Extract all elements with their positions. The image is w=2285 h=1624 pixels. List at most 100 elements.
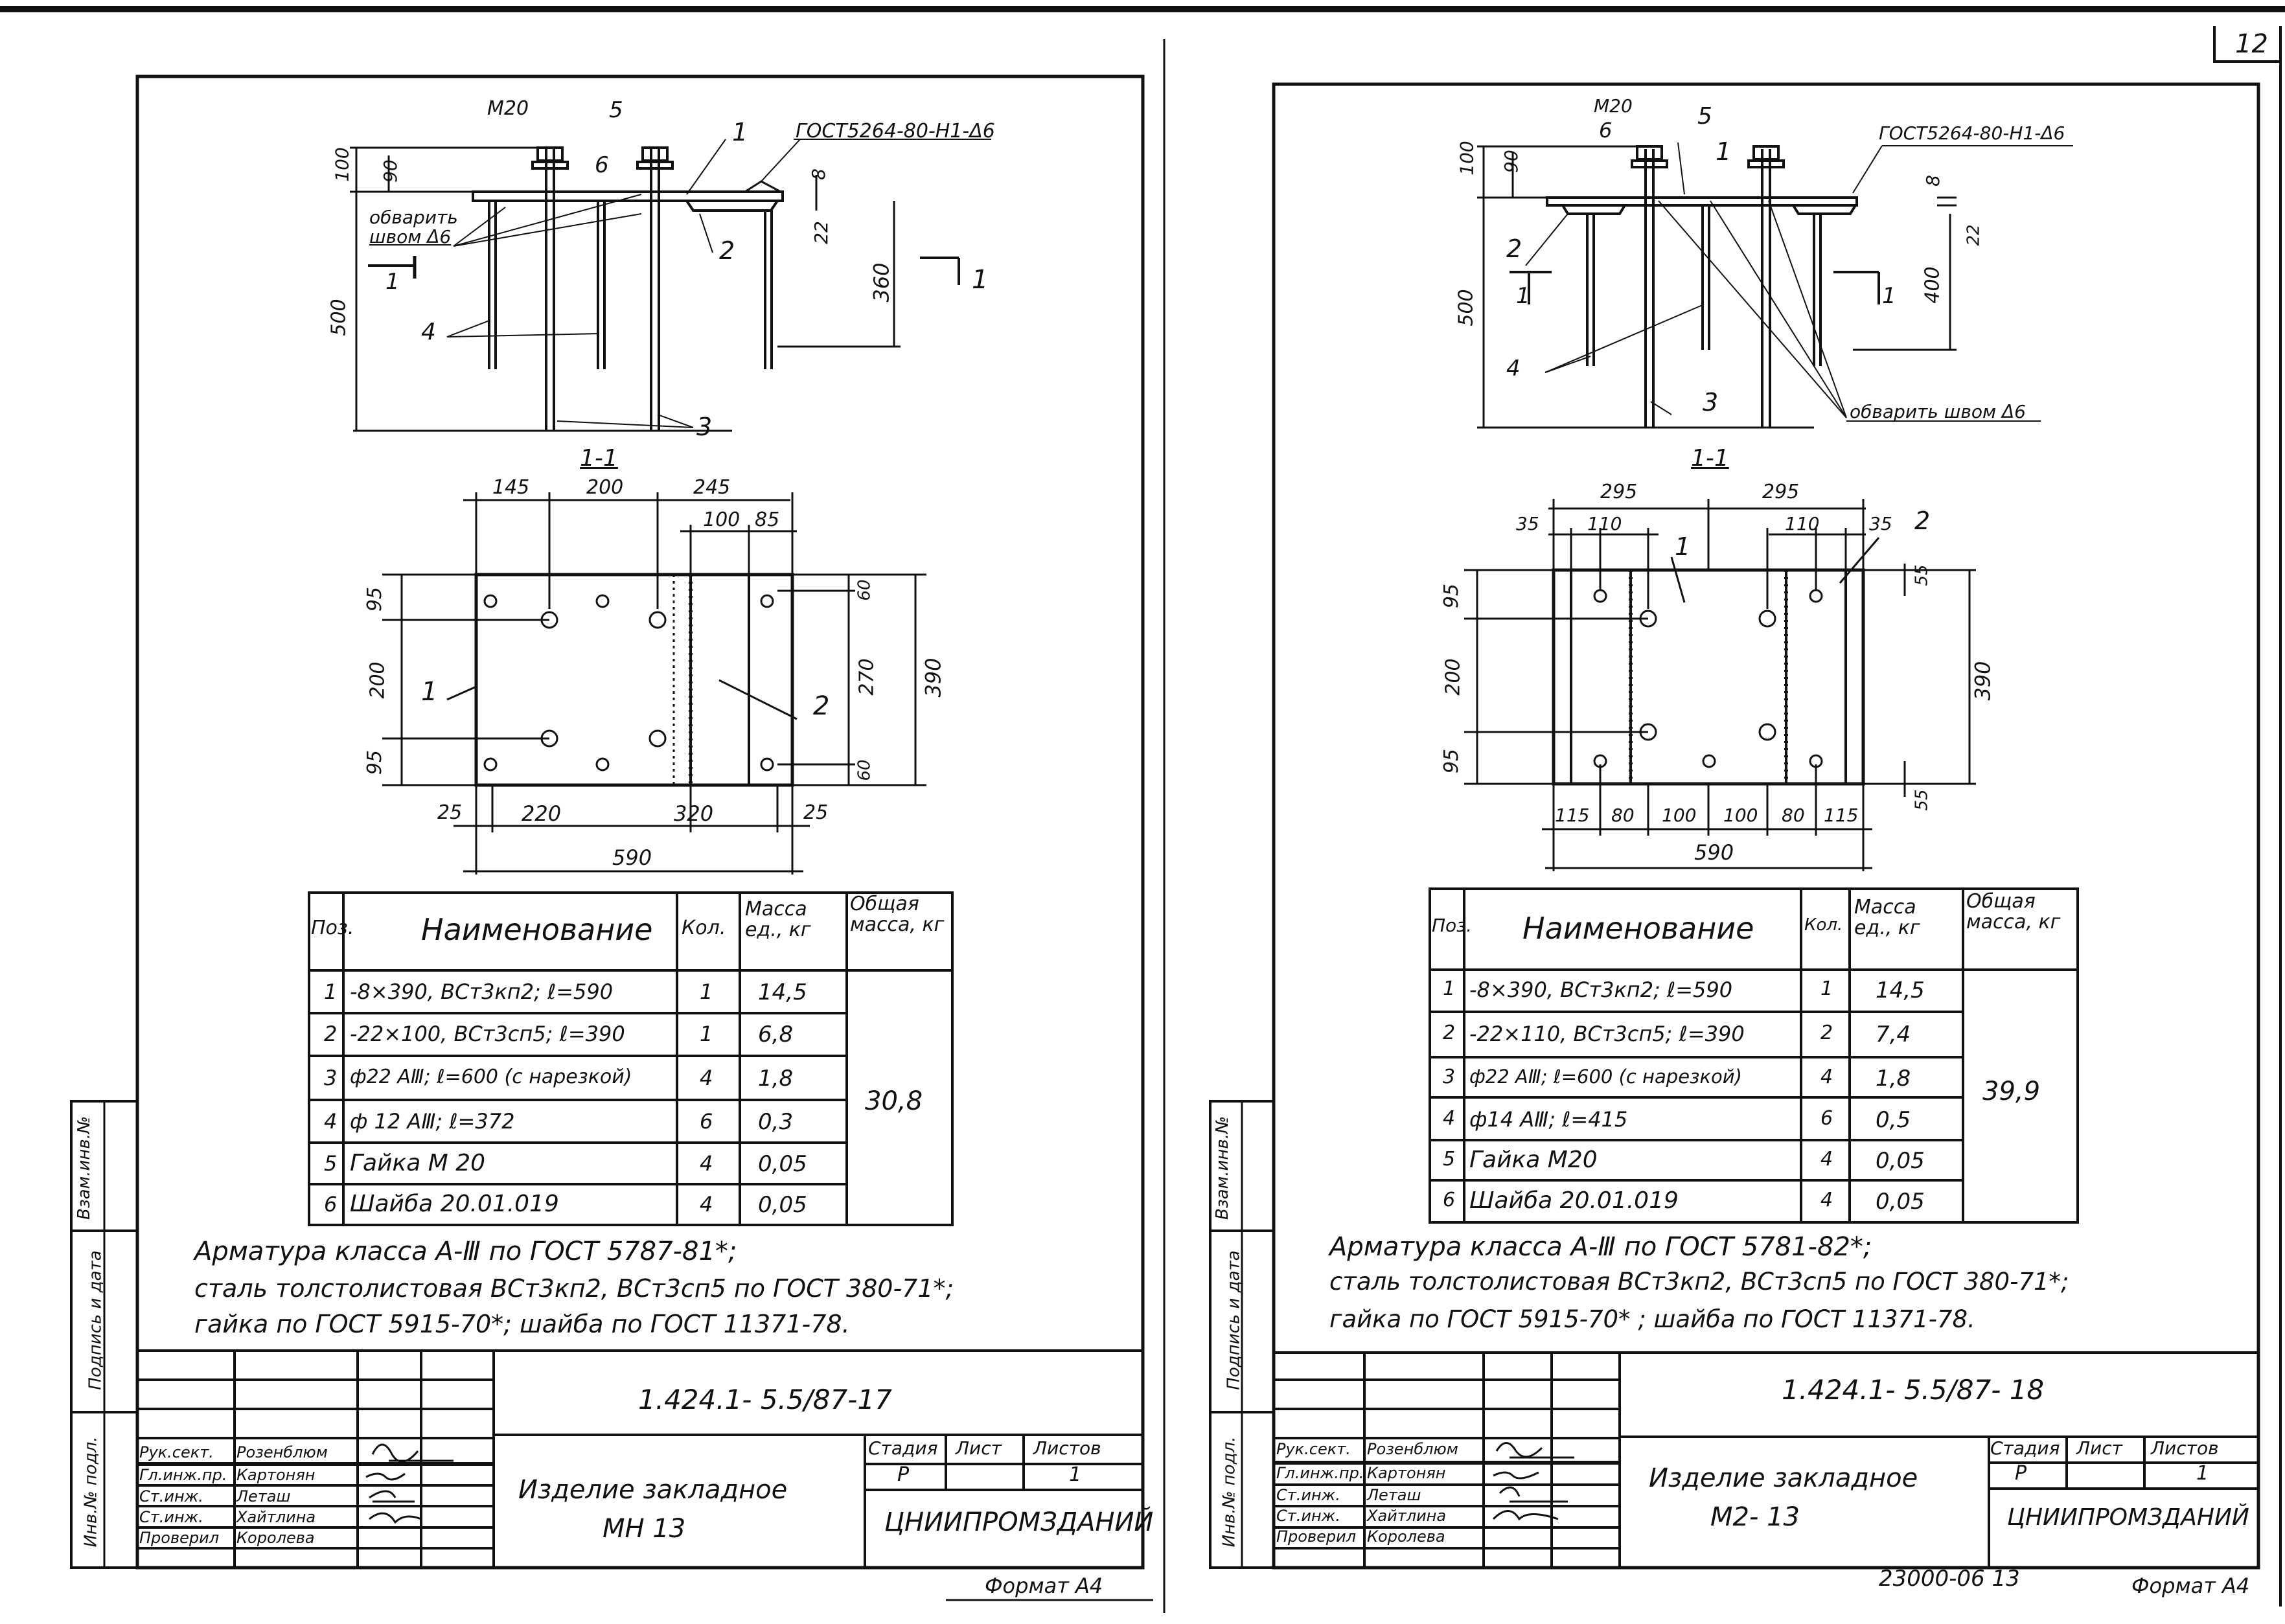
r-role-2: Гл.инж.пр. — [1276, 1464, 1364, 1482]
side-stamp-1: Инв.№ подл. — [81, 1436, 101, 1548]
label-m20: M20 — [487, 97, 529, 120]
note-line-1: Арматура класса А-Ⅲ по ГОСТ 5787-81*; — [194, 1237, 737, 1266]
r-row2-qty: 2 — [1820, 1022, 1833, 1044]
right-title-block — [1272, 1351, 2260, 1569]
label-3: 3 — [696, 413, 713, 441]
r-th-total: Общая масса, кг — [1966, 890, 2061, 933]
row3-qty: 4 — [700, 1066, 713, 1090]
dim-25-left: 25 — [437, 801, 463, 824]
dim-100: 100 — [703, 509, 741, 531]
role-5: Проверил — [139, 1529, 220, 1547]
r-role-3: Ст.инж. — [1276, 1486, 1340, 1504]
r-label-m20: M20 — [1594, 95, 1633, 117]
r-section-title: 1-1 — [1691, 445, 1729, 472]
r-row5-qty: 4 — [1820, 1148, 1833, 1171]
side-stamp-2: Подпись и дата — [86, 1250, 106, 1390]
r-dim-115-right: 115 — [1824, 805, 1859, 826]
r-dim-95-bottom: 95 — [1440, 748, 1464, 774]
name-3: Леташ — [236, 1487, 291, 1505]
r-label-90: 90 — [1500, 150, 1522, 173]
r-stage-header: Стадия — [1990, 1437, 2060, 1459]
th-qty: Кол. — [682, 917, 726, 939]
r-row5-pos: 5 — [1443, 1148, 1456, 1171]
r-note-line-1: Арматура класса А-Ⅲ по ГОСТ 5781-82*; — [1329, 1232, 1872, 1262]
r-dim-295-left: 295 — [1600, 481, 1638, 503]
cut-1-right: 1 — [972, 265, 989, 295]
label-8: 8 — [807, 168, 829, 180]
r-format-label: Формат А4 — [2131, 1573, 2250, 1598]
r-row6-mass: 0,05 — [1876, 1189, 1925, 1215]
r-name-1: Розенблюм — [1367, 1440, 1458, 1458]
row5-qty: 4 — [700, 1151, 713, 1176]
r-label-4: 4 — [1506, 356, 1521, 382]
note-line-2: сталь толстолистовая ВСт3кп2, ВСт3сп5 по… — [194, 1274, 954, 1303]
r-stage-value: Р — [2015, 1462, 2027, 1485]
r-dim-100-left: 100 — [1662, 805, 1697, 826]
r-note-line-2: сталь толстолистовая ВСт3кп2, ВСт3сп5 по… — [1329, 1268, 2069, 1296]
right-elevation — [1477, 142, 2073, 429]
left-table-lines — [308, 891, 954, 1226]
row2-name: -22×100, ВСт3сп5; ℓ=390 — [350, 1022, 625, 1046]
name-1: Розенблюм — [236, 1443, 328, 1461]
side-stamp-3: Взам.инв.№ — [75, 1116, 94, 1220]
row6-mass: 0,05 — [758, 1192, 807, 1218]
dim-390: 390 — [921, 658, 946, 698]
sheets-header: Листов — [1033, 1437, 1101, 1459]
name-2: Картонян — [236, 1466, 316, 1484]
plate-1-label: 1 — [421, 677, 438, 707]
row2-pos: 2 — [324, 1022, 338, 1046]
r-dim-295-right: 295 — [1762, 481, 1800, 503]
name-4: Хайтлина — [236, 1508, 316, 1526]
r-row4-qty: 6 — [1820, 1107, 1833, 1130]
label-100: 100 — [331, 147, 353, 182]
r-total-mass: 39,9 — [1982, 1077, 2041, 1106]
row6-qty: 4 — [700, 1192, 713, 1217]
label-5: 5 — [609, 97, 623, 123]
row3-name: ф22 АⅢ; ℓ=600 (с нарезкой) — [350, 1066, 632, 1088]
r-label-1: 1 — [1716, 137, 1732, 166]
r-row5-mass: 0,05 — [1876, 1148, 1925, 1174]
r-plate-1: 1 — [1675, 532, 1691, 561]
r-side-stamp-3: Взам.инв.№ — [1213, 1116, 1232, 1220]
stage-header: Стадия — [868, 1437, 938, 1459]
r-side-stamp-2: Подпись и дата — [1224, 1250, 1244, 1390]
dim-320: 320 — [674, 801, 714, 826]
r-dim-55-bottom: 55 — [1912, 789, 1932, 811]
r-dim-95-top: 95 — [1440, 583, 1464, 609]
r-row4-pos: 4 — [1443, 1107, 1456, 1130]
dim-200-v: 200 — [366, 661, 389, 699]
r-side-stamp-1: Инв.№ подл. — [1219, 1436, 1239, 1548]
r-row3-name: ф22 АⅢ; ℓ=600 (с нарезкой) — [1469, 1066, 1742, 1088]
r-dim-115-left: 115 — [1555, 805, 1590, 826]
r-title-line-1: Изделие закладное — [1649, 1463, 1918, 1493]
r-doc-code: 1.424.1- 5.5/87- 18 — [1782, 1374, 2045, 1406]
r-row3-mass: 1,8 — [1876, 1066, 1911, 1092]
r-row1-mass: 14,5 — [1876, 978, 1925, 1003]
row4-name: ф 12 АⅢ; ℓ=372 — [350, 1109, 515, 1134]
r-label-gost-weld: ГОСТ5264-80-Н1-Δ6 — [1879, 122, 2065, 144]
label-500: 500 — [327, 299, 350, 336]
r-th-mass: Масса ед., кг — [1854, 896, 1920, 939]
label-360: 360 — [869, 262, 894, 303]
plate-2-label: 2 — [813, 691, 830, 721]
r-row3-qty: 4 — [1820, 1066, 1833, 1088]
dim-60-bottom: 60 — [855, 759, 875, 781]
r-role-4: Ст.инж. — [1276, 1507, 1340, 1525]
dim-590: 590 — [612, 845, 652, 870]
total-mass: 30,8 — [865, 1086, 923, 1116]
th-total: Общая масса, кг — [850, 893, 945, 936]
title-line-1: Изделие закладное — [518, 1475, 788, 1505]
org-name: ЦНИИПРОМЗДАНИЙ — [884, 1507, 1154, 1537]
dim-95-top: 95 — [363, 586, 387, 612]
r-sheets-value: 1 — [2196, 1462, 2209, 1485]
row2-qty: 1 — [700, 1022, 713, 1046]
dim-25-right: 25 — [803, 801, 829, 824]
row5-pos: 5 — [324, 1151, 338, 1176]
label-90: 90 — [379, 159, 401, 183]
label-gost-weld: ГОСТ5264-80-Н1-Δ6 — [796, 120, 995, 143]
r-dim-35-right: 35 — [1869, 513, 1892, 534]
row1-name: -8×390, ВСт3кп2; ℓ=590 — [350, 979, 614, 1004]
left-elevation — [350, 139, 991, 432]
r-dim-200-v: 200 — [1441, 658, 1465, 696]
right-section-1-1 — [1464, 499, 1976, 871]
